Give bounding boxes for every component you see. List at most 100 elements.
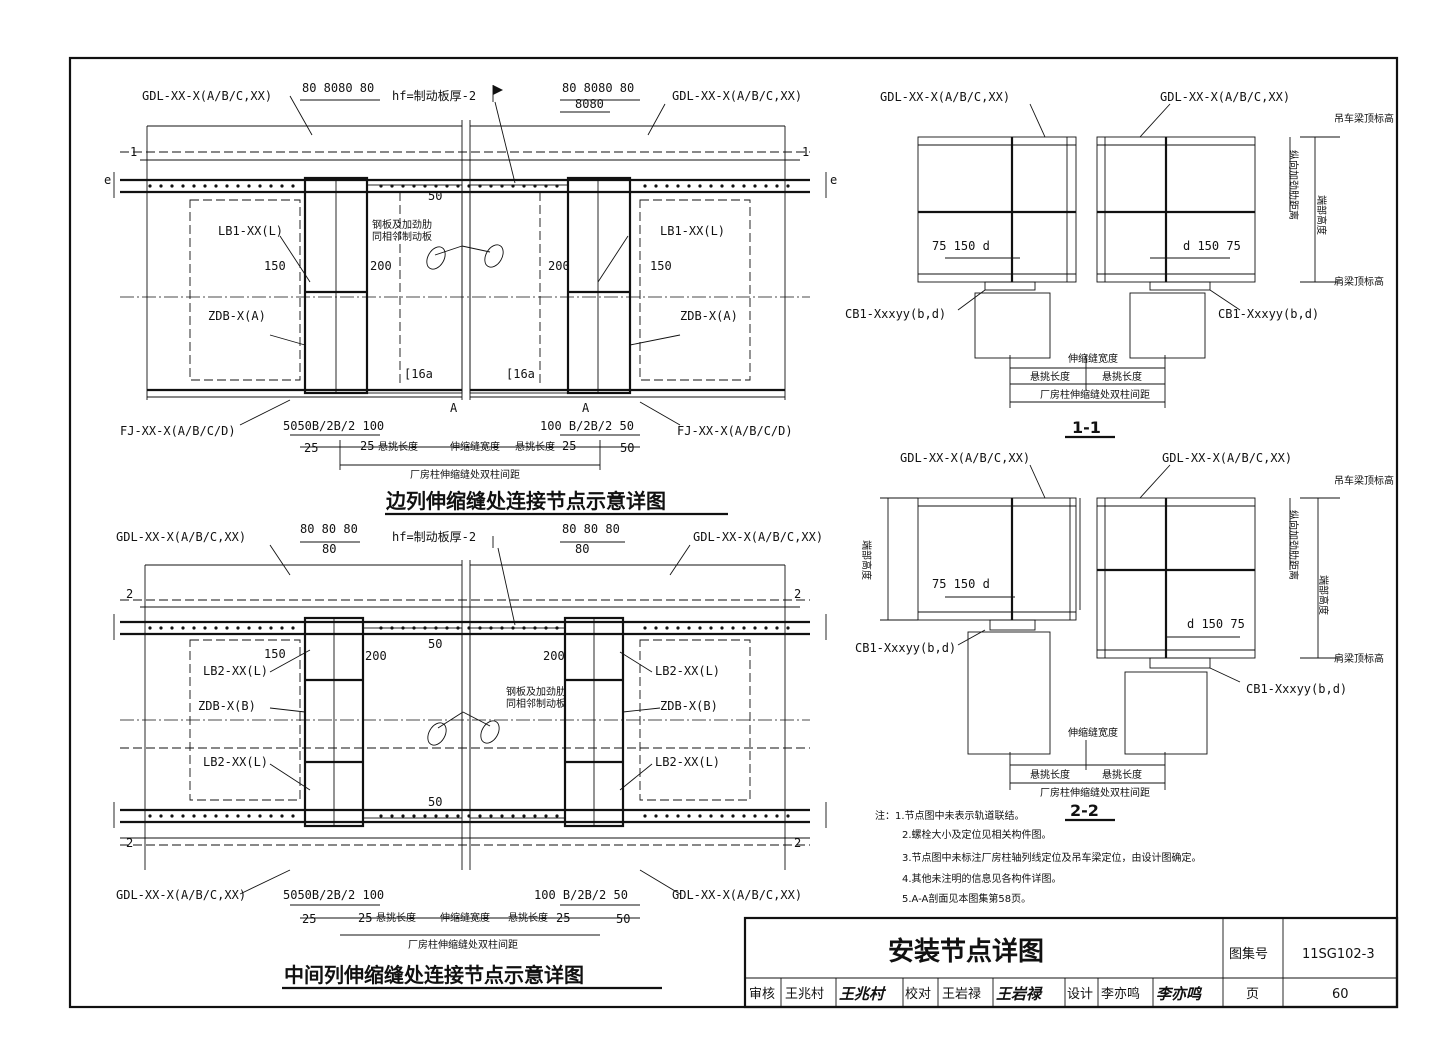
bolt-dot xyxy=(247,184,251,188)
dim-label: 50 xyxy=(616,912,630,926)
bolt-dot xyxy=(434,814,438,818)
dim-label: 80 8080 80 xyxy=(562,81,634,95)
bolt-dot xyxy=(731,184,735,188)
gdl-label: GDL-XX-X(A/B/C,XX) xyxy=(880,90,1010,104)
bolt-dot xyxy=(456,814,460,818)
span-label: 悬挑长度 xyxy=(1102,768,1142,781)
dim-label: 80 xyxy=(575,542,589,556)
bolt-dot xyxy=(159,814,163,818)
section-2-2: GDL-XX-X(A/B/C,XX) GDL-XX-X(A/B/C,XX) 吊车… xyxy=(855,451,1394,822)
dim-label: 100 B/2B/2 50 xyxy=(534,888,628,902)
section-mark-a: A xyxy=(450,401,458,415)
dim-label: 80 xyxy=(322,542,336,556)
bolt-dot xyxy=(214,814,218,818)
bolt-dot xyxy=(709,814,713,818)
gdl-label: GDL-XX-X(A/B/C,XX) xyxy=(1162,451,1292,465)
page-label: 页 xyxy=(1246,987,1259,1002)
bolt-dot xyxy=(522,626,526,630)
design-label: 设计 xyxy=(1067,987,1093,1002)
bolt-dot xyxy=(456,626,460,630)
review-label: 审核 xyxy=(749,987,775,1002)
bolt-dot xyxy=(379,184,383,188)
section-mark: 1 xyxy=(802,145,809,159)
bolt-dot xyxy=(753,814,757,818)
plate-note: 钢板及加劲肋同相邻制动板 xyxy=(372,218,432,243)
gdl-label: GDL-XX-X(A/B/C,XX) xyxy=(142,89,272,103)
sheet-border xyxy=(68,56,1399,1009)
section-mark: 1 xyxy=(130,145,137,159)
dim-label: 端部高度 xyxy=(1317,575,1330,615)
bolt-dot xyxy=(225,626,229,630)
checker-name: 王岩禄 xyxy=(942,987,981,1002)
bolt-dot xyxy=(555,184,559,188)
dim-label: 50 xyxy=(620,441,634,455)
plate-label: LB2-XX(L) xyxy=(203,664,268,678)
span-label: 悬挑长度 xyxy=(1030,370,1070,383)
bolt-dot xyxy=(731,626,735,630)
span-total-label: 厂房柱伸缩缝处双柱间距 xyxy=(1040,786,1150,799)
bolt-dot xyxy=(148,626,152,630)
dim-label: 150 xyxy=(264,259,286,273)
bolt-dot xyxy=(533,814,537,818)
bolt-dot xyxy=(544,626,548,630)
bolt-dot xyxy=(247,626,251,630)
bolt-dot xyxy=(478,814,482,818)
bolt-dot xyxy=(445,814,449,818)
span-label: 悬挑长度 xyxy=(376,911,416,924)
bolt-dot xyxy=(500,184,504,188)
bolt-dot xyxy=(775,184,779,188)
dim-label: 150 xyxy=(650,259,672,273)
bolt-dot xyxy=(291,184,295,188)
section-mark: 2 xyxy=(126,836,133,850)
dim-label: 100 B/2B/2 50 xyxy=(540,419,634,433)
dim-label: 纵向加劲肋距离 xyxy=(1287,510,1300,580)
bolt-dot xyxy=(203,626,207,630)
bolt-dot xyxy=(720,626,724,630)
bolt-dot xyxy=(720,814,724,818)
bolt-dot xyxy=(654,626,658,630)
bolt-dot xyxy=(500,814,504,818)
bolt-dot xyxy=(390,184,394,188)
bolt-dot xyxy=(280,184,284,188)
bolt-dot xyxy=(181,184,185,188)
cb-label: CB1-Xxxyy(b,d) xyxy=(845,307,946,321)
bolt-dot xyxy=(753,626,757,630)
bolt-dot xyxy=(445,184,449,188)
bolt-dot xyxy=(192,626,196,630)
bolt-dot xyxy=(489,184,493,188)
fj-label: FJ-XX-X(A/B/C/D) xyxy=(677,424,793,438)
bolt-dot xyxy=(533,184,537,188)
section-1-1: GDL-XX-X(A/B/C,XX) GDL-XX-X(A/B/C,XX) 吊车… xyxy=(845,90,1394,439)
span-label: 伸缩缝宽度 xyxy=(440,911,490,924)
bolt-dot xyxy=(434,626,438,630)
bolt-dot xyxy=(555,814,559,818)
channel-label: [16a xyxy=(404,367,433,381)
bolt-dot xyxy=(742,626,746,630)
bolt-dot xyxy=(269,814,273,818)
bolt-dot xyxy=(236,814,240,818)
bolt-dot xyxy=(236,184,240,188)
gdl-label: GDL-XX-X(A/B/C,XX) xyxy=(672,89,802,103)
bolt-dot xyxy=(258,814,262,818)
bolt-dot xyxy=(159,626,163,630)
dim-label: 150 xyxy=(264,647,286,661)
dim-label: 25 xyxy=(556,911,570,925)
dim-label: 5050B/2B/2 100 xyxy=(283,888,384,902)
note-line: 5.A-A剖面见本图集第58页。 xyxy=(902,892,1031,905)
bolt-dot xyxy=(511,184,515,188)
bolt-dot xyxy=(555,626,559,630)
bolt-dot xyxy=(390,814,394,818)
bolt-dot xyxy=(225,814,229,818)
elevation-label: 吊车梁顶标高 xyxy=(1334,474,1394,487)
bolt-dot xyxy=(280,814,284,818)
joint-label: 伸缩缝宽度 xyxy=(1068,352,1118,365)
dim-label: 25 xyxy=(304,441,318,455)
bolt-dot xyxy=(687,626,691,630)
span-label: 悬挑长度 xyxy=(1102,370,1142,383)
e-mark: e xyxy=(830,173,837,187)
bolt-dot xyxy=(291,814,295,818)
plate-label: ZDB-X(A) xyxy=(680,309,738,323)
bolt-dot xyxy=(192,184,196,188)
dim-label: 25 xyxy=(360,439,374,453)
